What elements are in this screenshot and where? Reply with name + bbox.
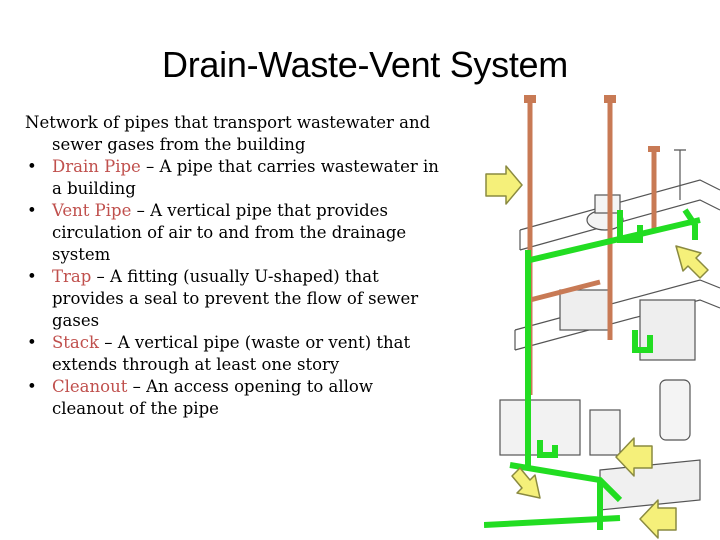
arrow-icon (485, 165, 523, 205)
definition-text: a building (52, 179, 136, 198)
arrow-icon (675, 245, 709, 279)
bullet-trap: • Trap – A fitting (usually U-shaped) th… (25, 266, 485, 332)
dwv-plumbing-illustration (484, 95, 720, 539)
definition-text: – A vertical pipe that provides (131, 201, 388, 220)
definition-text: – A pipe that carries wastewater in (140, 157, 439, 176)
drain-pipes (484, 208, 701, 530)
definition-text: circulation of air to and from the drain… (52, 223, 407, 242)
bullet-glyph: • (27, 201, 37, 220)
intro-text: Network of pipes that transport wastewat… (25, 112, 485, 156)
term-stack: Stack (52, 333, 100, 352)
arrow-icon (511, 467, 541, 499)
bullet-drain-pipe: • Drain Pipe – A pipe that carries waste… (25, 156, 485, 200)
bullet-glyph: • (27, 157, 37, 176)
definition-text: gases (52, 311, 100, 330)
definition-text: system (52, 245, 111, 264)
definition-text: – A fitting (usually U-shaped) that (91, 267, 379, 286)
bullet-cleanout: • Cleanout – An access opening to allow … (25, 376, 485, 420)
bullet-vent-pipe: • Vent Pipe – A vertical pipe that provi… (25, 200, 485, 266)
arrow-icon (639, 499, 677, 539)
term-trap: Trap (52, 267, 92, 286)
term-cleanout: Cleanout (52, 377, 128, 396)
term-drain-pipe: Drain Pipe (52, 157, 141, 176)
arrow-icon (615, 437, 653, 477)
definition-text: extends through at least one story (52, 355, 340, 374)
slide-title: Drain-Waste-Vent System (162, 44, 568, 85)
definition-text: – An access opening to allow (127, 377, 373, 396)
intro-line-1: Network of pipes that transport wastewat… (25, 113, 431, 132)
bullet-glyph: • (27, 333, 37, 352)
definition-text: – A vertical pipe (waste or vent) that (99, 333, 411, 352)
definition-text: cleanout of the pipe (52, 399, 219, 418)
bullet-glyph: • (27, 377, 37, 396)
vent-caps (524, 95, 660, 152)
definition-text: provides a seal to prevent the flow of s… (52, 289, 419, 308)
bullet-glyph: • (27, 267, 37, 286)
bullet-stack: • Stack – A vertical pipe (waste or vent… (25, 332, 485, 376)
intro-line-2: sewer gases from the building (52, 135, 306, 154)
callout-arrows (485, 165, 709, 539)
definition-list: • Drain Pipe – A pipe that carries waste… (25, 156, 485, 420)
term-vent-pipe: Vent Pipe (52, 201, 132, 220)
